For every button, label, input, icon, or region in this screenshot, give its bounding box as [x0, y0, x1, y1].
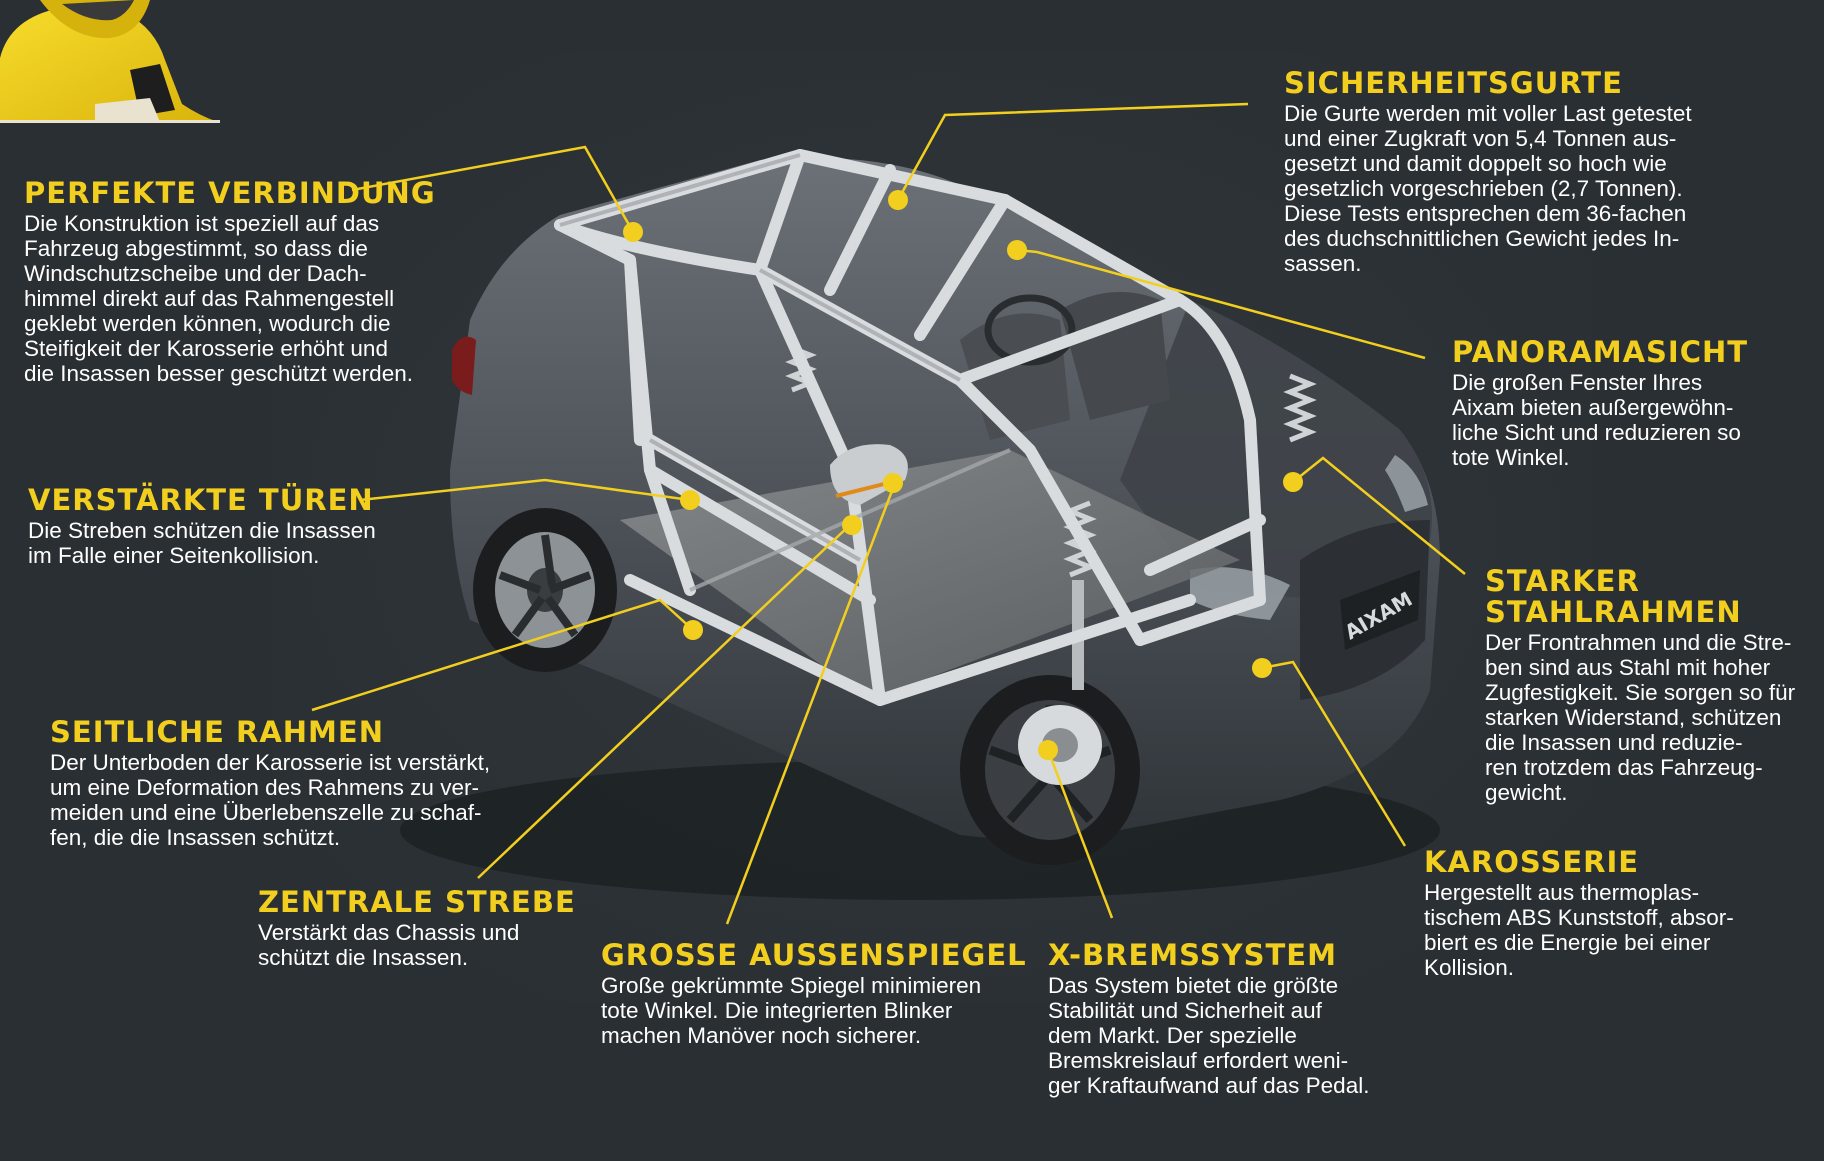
callout-text: Die großen Fenster Ihres Aixam bieten au…	[1452, 370, 1741, 470]
rear-wheel	[473, 508, 617, 672]
marker-dots	[623, 190, 1303, 760]
callout-perfekte-verbindung: PERFEKTE VERBINDUNG Die Konstruktion ist…	[24, 176, 436, 387]
callout-x-bremssystem: X-BREMSSYSTEM Das System bietet die größ…	[1048, 938, 1370, 1099]
callout-text: Der Frontrahmen und die Stre- ben sind a…	[1485, 630, 1796, 805]
callout-karosserie: KAROSSERIE Hergestellt aus thermoplas- t…	[1424, 845, 1734, 981]
callout-title: GROSSE AUSSENSPIEGEL	[601, 938, 1027, 972]
callout-title: PANORAMASICHT	[1452, 335, 1749, 369]
callout-sicherheitsgurte: SICHERHEITSGURTE Die Gurte werden mit vo…	[1284, 66, 1692, 277]
callout-title: STARKER STAHLRAHMEN	[1485, 564, 1742, 629]
callout-text: Große gekrümmte Spiegel minimieren tote …	[601, 973, 982, 1048]
callout-panoramasicht: PANORAMASICHT Die großen Fenster Ihres A…	[1452, 335, 1749, 471]
callout-seitliche-rahmen: SEITLICHE RAHMEN Der Unterboden der Karo…	[50, 715, 491, 851]
callout-title: PERFEKTE VERBINDUNG	[24, 176, 436, 210]
callout-grosse-aussenspiegel: GROSSE AUSSENSPIEGEL Große gekrümmte Spi…	[601, 938, 1027, 1049]
front-wheel	[960, 675, 1140, 865]
callout-text: Das System bietet die größte Stabilität …	[1048, 973, 1370, 1098]
callout-title: VERSTÄRKTE TÜREN	[28, 483, 374, 517]
callout-text: Die Streben schützen die Insassen im Fal…	[28, 518, 376, 568]
callout-starker-stahlrahmen: STARKER STAHLRAHMEN Der Frontrahmen und …	[1485, 564, 1796, 806]
callout-title: SEITLICHE RAHMEN	[50, 715, 384, 749]
callout-text: Hergestellt aus thermoplas- tischem ABS …	[1424, 880, 1734, 980]
crash-test-dummy-icon	[0, 0, 220, 123]
callout-title: KAROSSERIE	[1424, 845, 1640, 879]
callout-title: ZENTRALE STREBE	[258, 885, 576, 919]
callout-title: X-BREMSSYSTEM	[1048, 938, 1337, 972]
callout-zentrale-strebe: ZENTRALE STREBE Verstärkt das Chassis un…	[258, 885, 576, 971]
callout-title: SICHERHEITSGURTE	[1284, 66, 1623, 100]
callout-text: Die Gurte werden mit voller Last geteste…	[1284, 101, 1692, 276]
callout-text: Die Konstruktion ist speziell auf das Fa…	[24, 211, 413, 386]
callout-text: Der Unterboden der Karosserie ist verstä…	[50, 750, 491, 850]
callout-verstaerkte-tueren: VERSTÄRKTE TÜREN Die Streben schützen di…	[28, 483, 376, 569]
callout-text: Verstärkt das Chassis und schützt die In…	[258, 920, 520, 970]
